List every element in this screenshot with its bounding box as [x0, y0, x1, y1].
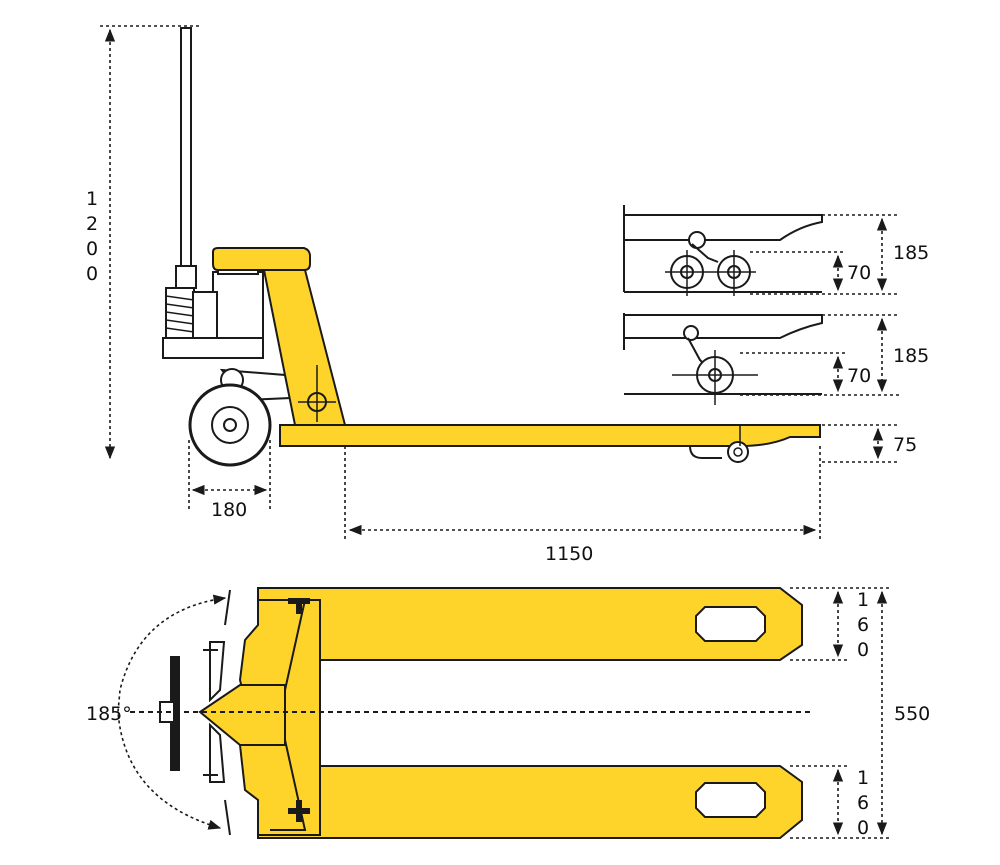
label-overall-width: 550	[894, 703, 930, 725]
label-roller-bottom: 70	[847, 365, 871, 387]
dimension-lines	[100, 25, 900, 540]
frame-bolts	[288, 598, 310, 822]
spring-coils	[165, 295, 195, 333]
slot-upper	[695, 606, 766, 642]
roller-detail-top	[623, 205, 823, 296]
label-lowered-height: 75	[893, 434, 917, 456]
label-raised-top: 185	[893, 242, 929, 264]
pump-cylinder	[212, 271, 264, 339]
chassis-top-plate	[212, 247, 311, 271]
top-view	[130, 587, 810, 839]
slot-lower	[695, 782, 766, 818]
load-roller-arm	[689, 445, 722, 459]
label-wheel-width: 180	[211, 499, 247, 521]
roller-detail-bottom	[623, 313, 823, 405]
pump-base	[162, 337, 264, 359]
frame-nose	[198, 684, 286, 746]
pump-body	[192, 291, 218, 343]
side-view	[162, 27, 821, 467]
steer-wheel-axle	[223, 418, 237, 432]
handle-collar	[175, 265, 197, 289]
label-steering-angle: 185°	[86, 703, 132, 725]
label-roller-top: 70	[847, 262, 871, 284]
handle-shaft	[180, 27, 192, 269]
label-fork-length: 1150	[545, 543, 593, 565]
top-dimension-lines	[117, 587, 890, 839]
label-raised-bottom: 185	[893, 345, 929, 367]
fork-top-lower	[257, 765, 803, 839]
